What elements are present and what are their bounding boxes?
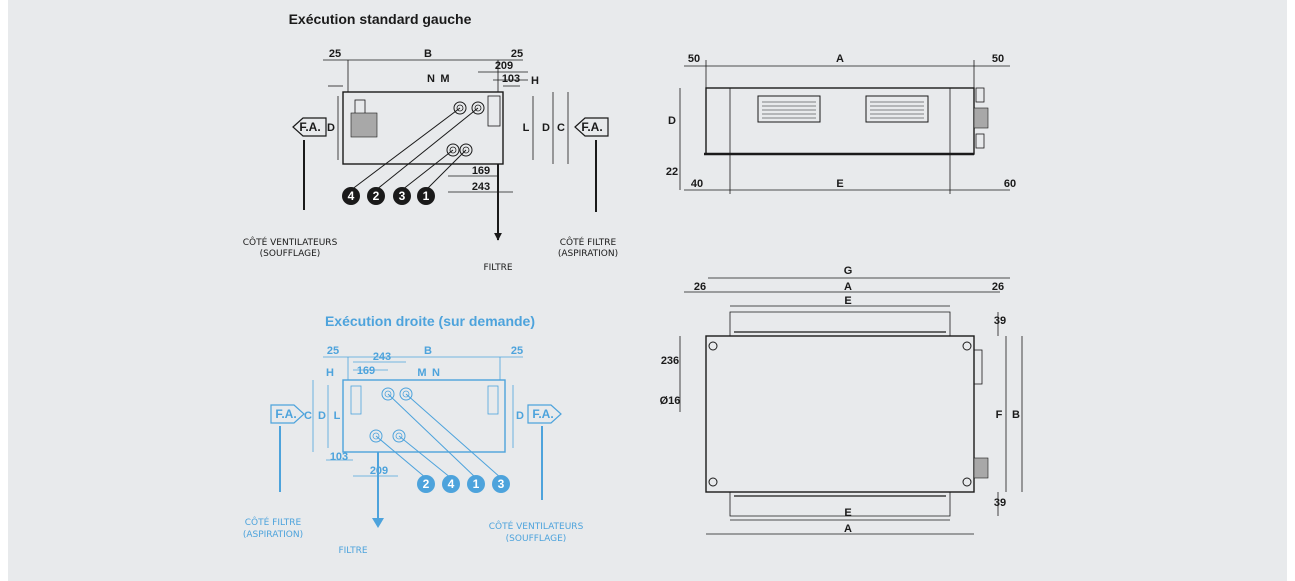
front-dim-d: D: [668, 115, 676, 127]
right-dim-25-right: 25: [511, 345, 523, 357]
right-dim-d-left: D: [318, 410, 326, 422]
diagram-panel: Exécution standard gauche: [8, 0, 1287, 581]
top-dim-26-left: 26: [694, 281, 706, 293]
left-caption-filter-down: FILTRE: [483, 263, 512, 273]
left-dim-25-left: 25: [329, 48, 341, 60]
left-view-title: Exécution standard gauche: [289, 11, 472, 27]
right-dim-c: C: [304, 410, 312, 422]
top-dim-b: B: [1012, 409, 1020, 421]
left-caption-fans-2: (SOUFFLAGE): [260, 249, 321, 259]
left-caption-filter-side-1: CÔTÉ FILTRE: [560, 236, 617, 248]
left-dim-d-right: D: [542, 122, 550, 134]
top-dim-g: G: [844, 265, 853, 277]
right-fa-label-left: F.A.: [275, 407, 296, 421]
left-dim-c: C: [557, 122, 565, 134]
right-badge-2: 4: [448, 477, 455, 491]
right-caption-filter-down: FILTRE: [338, 546, 367, 556]
right-caption-filter-side-2: (ASPIRATION): [243, 530, 303, 540]
technical-drawing: Exécution standard gauche: [243, 11, 1023, 556]
right-dim-103: 103: [330, 451, 348, 463]
left-dim-h: H: [531, 75, 539, 87]
left-dim-d-left: D: [327, 122, 335, 134]
left-caption-fans-1: CÔTÉ VENTILATEURS: [243, 236, 338, 248]
right-dim-209: 209: [370, 465, 388, 477]
left-unit-body: [342, 91, 504, 165]
top-dim-39-top: 39: [994, 315, 1006, 327]
top-dim-236: 236: [661, 355, 679, 367]
front-unit-body: [705, 87, 975, 155]
top-dim-o16: Ø16: [660, 395, 681, 407]
front-dim-e: E: [836, 178, 843, 190]
right-caption-fans-1: CÔTÉ VENTILATEURS: [489, 520, 584, 532]
right-badges: 2 4 1 3: [417, 475, 510, 493]
right-dim-h: H: [326, 367, 334, 379]
left-fa-label-left: F.A.: [299, 120, 320, 134]
left-dim-m: M: [440, 73, 449, 85]
right-dim-243: 243: [373, 351, 391, 363]
left-dim-n: N: [427, 73, 435, 85]
left-dim-169: 169: [472, 165, 490, 177]
left-badge-3: 3: [399, 189, 406, 203]
top-dim-a-bottom: A: [844, 523, 852, 535]
right-dim-l: L: [334, 410, 341, 422]
left-badges: 4 2 3 1: [342, 187, 435, 205]
right-fa-arrow-left: [270, 404, 305, 424]
left-badge-2: 2: [373, 189, 380, 203]
left-dim-243: 243: [472, 181, 490, 193]
right-badge-1: 2: [423, 477, 430, 491]
top-dim-e-bottom: E: [844, 507, 851, 519]
front-dim-40: 40: [691, 178, 703, 190]
left-dim-b: B: [424, 48, 432, 60]
top-dim-f: F: [996, 409, 1003, 421]
left-fa-arrow-left: [292, 117, 327, 137]
left-dim-25-right: 25: [511, 48, 523, 60]
right-dim-b: B: [424, 345, 432, 357]
right-dim-n: N: [432, 367, 440, 379]
left-fa-label-right: F.A.: [581, 120, 602, 134]
right-dim-d-right: D: [516, 410, 524, 422]
front-dim-50-left: 50: [688, 53, 700, 65]
right-caption-fans-2: (SOUFFLAGE): [506, 534, 567, 544]
left-dim-l: L: [523, 122, 530, 134]
right-caption-filter-side-1: CÔTÉ FILTRE: [245, 516, 302, 528]
right-badge-3: 1: [473, 477, 480, 491]
top-unit-body: [705, 335, 975, 493]
top-dim-39-bottom: 39: [994, 497, 1006, 509]
front-dim-60: 60: [1004, 178, 1016, 190]
left-fa-arrow-right: [574, 117, 609, 137]
right-dim-m: M: [417, 367, 426, 379]
top-view: [679, 277, 1023, 535]
right-unit-body: [342, 379, 506, 453]
front-dim-a: A: [836, 53, 844, 65]
right-view: Exécution droite (sur demande): [270, 313, 562, 528]
right-badge-4: 3: [498, 477, 505, 491]
right-dim-25-left: 25: [327, 345, 339, 357]
top-dim-a-top: A: [844, 281, 852, 293]
right-view-title: Exécution droite (sur demande): [325, 313, 535, 329]
right-fa-label-right: F.A.: [532, 407, 553, 421]
left-dim-103: 103: [502, 73, 520, 85]
front-view: [679, 60, 1010, 194]
top-dim-e-top: E: [844, 295, 851, 307]
right-fa-arrow-right: [527, 404, 562, 424]
right-dim-169: 169: [357, 365, 375, 377]
front-dim-50-right: 50: [992, 53, 1004, 65]
top-dim-26-right: 26: [992, 281, 1004, 293]
left-caption-filter-side-2: (ASPIRATION): [558, 249, 618, 259]
left-badge-1: 4: [348, 189, 355, 203]
left-dim-209: 209: [495, 60, 513, 72]
left-view: Exécution standard gauche: [289, 11, 609, 241]
front-dim-22: 22: [666, 166, 678, 178]
left-badge-4: 1: [423, 189, 430, 203]
